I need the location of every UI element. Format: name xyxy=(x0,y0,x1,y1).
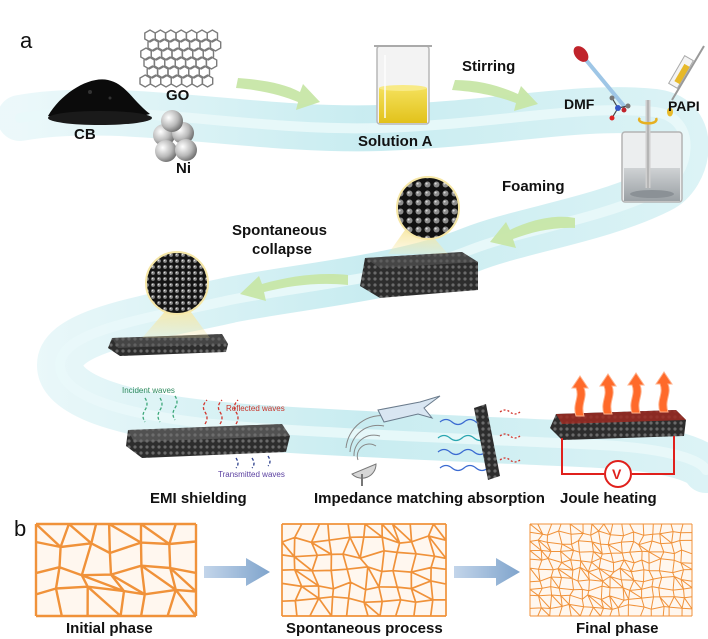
graphene-oxide-lattice xyxy=(139,29,222,88)
carbon-black-pile xyxy=(48,79,152,125)
dropper-pipette xyxy=(573,46,627,113)
transmitted-waves-label: Transmitted waves xyxy=(218,470,285,479)
reflected-waves-label: Reflected waves xyxy=(226,404,285,413)
voltage-circuit xyxy=(561,436,675,488)
phase-arrows xyxy=(204,558,520,586)
dmf-label: DMF xyxy=(564,96,595,112)
ni-label: Ni xyxy=(176,160,191,177)
fighter-jet-icon xyxy=(377,395,441,423)
panel-b-letter: b xyxy=(14,516,27,541)
collapse-label-line2: collapse xyxy=(252,241,313,258)
nickel-spheres xyxy=(153,110,197,162)
final-phase-cells xyxy=(529,523,693,617)
collapse-label-line1: Spontaneous xyxy=(232,222,328,239)
reflected-wave-arrows xyxy=(202,399,239,425)
green-flow-arrows xyxy=(236,78,575,301)
spontaneous-process-label: Spontaneous process xyxy=(286,620,443,637)
cb-label: CB xyxy=(74,126,96,143)
emi-shielding-slab xyxy=(126,424,290,458)
spontaneous-process-cells xyxy=(281,523,447,617)
incident-wave-arrows xyxy=(142,395,178,423)
papi-label: PAPI xyxy=(668,98,700,114)
application-absorption: Impedance matching absorption xyxy=(314,490,545,507)
final-phase-label: Final phase xyxy=(576,620,659,637)
go-label: GO xyxy=(166,87,190,104)
heat-arrows xyxy=(571,371,673,417)
joule-heating-slab xyxy=(550,410,686,440)
dmf-molecule xyxy=(609,95,631,121)
application-joule: Joule heating xyxy=(560,490,657,507)
collapse-zoom-beam xyxy=(142,308,210,338)
transmitted-wave-arrows xyxy=(235,455,271,469)
initial-phase-label: Initial phase xyxy=(66,620,153,637)
voltmeter-symbol: V xyxy=(612,466,622,482)
foam-zoom-circle xyxy=(396,176,460,240)
foaming-label: Foaming xyxy=(502,178,565,195)
beaker-solution-a xyxy=(374,45,432,125)
stirring-label: Stirring xyxy=(462,58,516,75)
incident-waves-label: Incident waves xyxy=(122,386,175,395)
mixing-beaker xyxy=(621,100,683,203)
foam-block xyxy=(360,252,478,298)
syringe xyxy=(667,45,705,117)
absorber-panel xyxy=(474,404,500,480)
application-emi: EMI shielding xyxy=(150,490,247,507)
panel-a-letter: a xyxy=(20,28,33,53)
solution-a-label: Solution A xyxy=(358,133,433,150)
collapse-zoom-circle xyxy=(145,251,209,315)
initial-phase-cells xyxy=(34,522,198,618)
radar-dish-icon xyxy=(345,414,389,486)
foam-zoom-beam xyxy=(388,230,448,254)
